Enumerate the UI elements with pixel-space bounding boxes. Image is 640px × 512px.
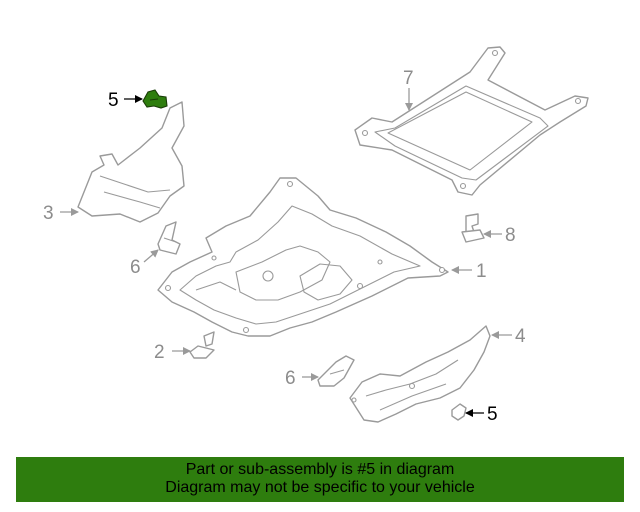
part-3-left-shield (77, 101, 185, 223)
part-6-bracket-bottom (317, 355, 355, 387)
info-banner: Part or sub-assembly is #5 in diagram Di… (16, 457, 624, 502)
part-1-skid-plate (157, 177, 449, 337)
callout-6-left: 6 (130, 257, 141, 278)
leader-6-left (143, 249, 159, 263)
part-7-crossmember (354, 46, 589, 196)
part-2-bolt (189, 331, 215, 359)
part-6-bracket-left (157, 221, 181, 255)
part-8-bolt (461, 213, 485, 243)
parts-diagram: 1 2 3 4 5 5 6 6 7 8 (43, 46, 589, 425)
callout-7: 7 (403, 68, 414, 89)
part-5-clip-bottom (451, 403, 467, 421)
callout-4: 4 (515, 326, 526, 347)
banner-line-2: Diagram may not be specific to your vehi… (165, 479, 475, 496)
callout-6-bottom: 6 (285, 368, 296, 389)
callout-2: 2 (154, 342, 165, 363)
callout-1: 1 (476, 261, 487, 282)
callout-5-bottom[interactable]: 5 (487, 404, 498, 425)
banner-line-1: Part or sub-assembly is #5 in diagram (185, 461, 455, 478)
callout-5-top[interactable]: 5 (108, 90, 119, 111)
callout-8: 8 (505, 225, 516, 246)
callout-3: 3 (43, 203, 54, 224)
part-4-right-shield (349, 325, 491, 423)
part-5-clip-highlighted (142, 89, 168, 109)
